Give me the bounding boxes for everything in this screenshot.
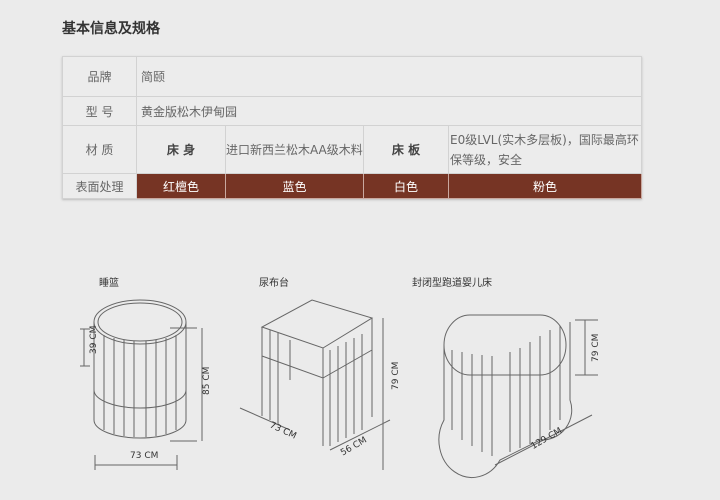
dim-label: 39 CM bbox=[89, 326, 99, 354]
row-model: 型 号 黄金版松木伊甸园 bbox=[62, 96, 642, 126]
dim-label: 79 CM bbox=[591, 334, 601, 362]
dim-label: 79 CM bbox=[391, 362, 401, 390]
material-label: 材 质 bbox=[62, 125, 137, 174]
bassinet-drawing bbox=[80, 299, 203, 470]
board-value: E0级LVL(实木多层板)，国际最高环保等级，安全 bbox=[448, 125, 642, 174]
row-finish: 表面处理 红檀色 蓝色 白色 粉色 bbox=[62, 173, 642, 199]
diagram-label-bassinet: 睡篮 bbox=[99, 278, 119, 289]
changing-table-drawing bbox=[239, 299, 391, 470]
body-value: 进口新西兰松木AA级木料 bbox=[225, 125, 364, 174]
section-title: 基本信息及规格 bbox=[62, 21, 160, 37]
diagram-label-crib: 封闭型跑道婴儿床 bbox=[412, 278, 492, 289]
dim-label: 85 CM bbox=[202, 367, 212, 395]
finish-option: 白色 bbox=[363, 173, 449, 199]
body-label: 床 身 bbox=[136, 125, 226, 174]
finish-label: 表面处理 bbox=[62, 173, 137, 199]
dim-label: 129 CM bbox=[530, 426, 565, 452]
spec-table: 品牌 简颐 型 号 黄金版松木伊甸园 材 质 床 身 进口新西兰松木AA级木料 … bbox=[62, 56, 642, 199]
row-brand: 品牌 简颐 bbox=[62, 56, 642, 97]
dim-label: 73 CM bbox=[130, 451, 158, 461]
finish-option: 红檀色 bbox=[136, 173, 226, 199]
diagram-label-changing-table: 尿布台 bbox=[259, 278, 289, 289]
finish-option: 粉色 bbox=[448, 173, 642, 199]
crib-drawing bbox=[438, 314, 598, 478]
dim-label: 73 CM bbox=[268, 421, 298, 442]
brand-value: 简颐 bbox=[136, 56, 642, 97]
dim-label: 56 CM bbox=[339, 435, 369, 458]
finish-option: 蓝色 bbox=[225, 173, 364, 199]
model-value: 黄金版松木伊甸园 bbox=[136, 96, 642, 126]
row-material: 材 质 床 身 进口新西兰松木AA级木料 床 板 E0级LVL(实木多层板)，国… bbox=[62, 125, 642, 174]
